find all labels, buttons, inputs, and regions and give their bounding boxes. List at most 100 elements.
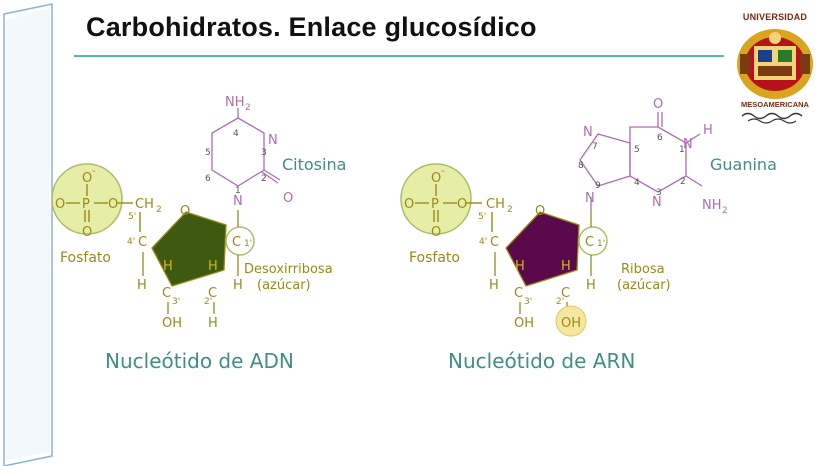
rna-caption: Nucleótido de ARN xyxy=(448,349,635,373)
dna-cytosine-n1: N xyxy=(233,194,243,209)
title-underline xyxy=(74,55,724,57)
dna-cytosine-num6: 6 xyxy=(205,174,211,184)
dna-cytosine-nh2-sub: 2 xyxy=(245,103,251,113)
rna-ribose-ring xyxy=(505,211,580,287)
rna-phosphate-p: P xyxy=(431,197,439,212)
dna-sugar-c2-number: 2' xyxy=(204,297,212,307)
rna-phosphate-o-left: O xyxy=(404,197,414,212)
dna-sugar-h-inner-right: H xyxy=(208,259,218,274)
rna-guanine-nh2-sub: 2 xyxy=(722,206,728,216)
rna-guanine-n3: N xyxy=(652,195,662,210)
rna-sugar-label: Ribosa xyxy=(621,262,665,277)
rna-sugar-c3-number: 3' xyxy=(524,297,532,307)
rna-guanine-num3: 3 xyxy=(656,188,662,198)
dna-sugar-c3-number: 3' xyxy=(172,297,180,307)
rna-sugar-c4-number: 4' xyxy=(479,237,487,247)
rna-sugar-c1-number: 1' xyxy=(597,239,605,249)
dna-phosphate-p: P xyxy=(82,197,90,212)
dna-sugar-oh-c3: OH xyxy=(162,316,182,331)
dna-phosphate-o-top-charge: - xyxy=(92,166,96,177)
rna-guanine-h1: H xyxy=(703,123,713,138)
rna-sugar-oh-c2: OH xyxy=(561,316,581,331)
rna-guanine-n9: N xyxy=(585,191,595,206)
logo-bottom-text: MESOAMERICANA xyxy=(741,100,809,109)
dna-sugar-h-c1: H xyxy=(233,278,243,293)
sidebar-panel-shade xyxy=(6,8,50,460)
dna-cytosine-num1: 1 xyxy=(235,186,241,196)
dna-ch2: CH xyxy=(135,197,154,212)
dna-sugar-c4-number: 4' xyxy=(127,237,135,247)
dna-sugar-h-inner-left: H xyxy=(163,259,173,274)
rna-sugar-c1: C xyxy=(585,235,594,250)
rna-phosphate-o-right: O xyxy=(457,197,467,212)
university-logo: UNIVERSIDAD MESOAMERICANA xyxy=(722,8,828,126)
rna-c1-highlight xyxy=(578,226,608,256)
rna-sugar-h-c1: H xyxy=(586,278,596,293)
dna-sugar-c1: C xyxy=(232,235,241,250)
dna-cytosine-num3: 3 xyxy=(261,148,267,158)
rna-sugar-o: O xyxy=(535,204,545,219)
dna-phosphate-o-right: O xyxy=(108,197,118,212)
dna-phosphate-o-left: O xyxy=(55,197,65,212)
logo-emblem-icon xyxy=(737,29,813,99)
rna-guanine-n7: N xyxy=(583,125,593,140)
dna-sugar-c3: C xyxy=(162,286,171,301)
dna-sugar-h-c4: H xyxy=(137,278,147,293)
rna-ch2-sub: 2 xyxy=(507,205,513,215)
rna-sugar-c2: C xyxy=(561,286,570,301)
dna-base-label: Citosina xyxy=(282,155,346,174)
rna-guanine-num2: 2 xyxy=(680,177,686,187)
rna-sugar-c2-number: 2' xyxy=(556,297,564,307)
dna-phosphate-label: Fosfato xyxy=(60,250,111,266)
rna-phosphate-label: Fosfato xyxy=(409,250,460,266)
rna-guanine-n1: N xyxy=(683,137,693,152)
logo-top-text: UNIVERSIDAD xyxy=(742,12,808,22)
rna-sugar-c3: C xyxy=(514,286,523,301)
dna-cytosine-num5: 5 xyxy=(205,148,211,158)
rna-sugar-note: (azúcar) xyxy=(617,278,671,293)
dna-sugar-bonds xyxy=(142,210,239,314)
rna-oh-c2-highlight xyxy=(555,305,587,337)
rna-sugar-h-c4: H xyxy=(489,278,499,293)
rna-phosphate-bonds xyxy=(415,184,493,232)
dna-sugar-c4: C xyxy=(138,235,147,250)
rna-guanine-num8: 8 xyxy=(578,161,584,171)
rna-guanine-num7: 7 xyxy=(592,142,598,152)
rna-sugar-c4: C xyxy=(490,235,499,250)
page-title: Carbohidratos. Enlace glucosídico xyxy=(86,12,537,42)
rna-phosphate-o-bottom: O xyxy=(431,225,441,240)
dna-cytosine-o2: O xyxy=(283,191,293,206)
dna-sugar-label: Desoxirribosa xyxy=(244,262,333,277)
dna-cytosine-n3: N xyxy=(268,133,278,148)
dna-c5-number: 5' xyxy=(128,212,136,222)
rna-guanine-o6: O xyxy=(653,97,663,112)
dna-sugar-note: (azúcar) xyxy=(257,278,311,293)
dna-c1-highlight xyxy=(225,226,255,256)
rna-guanine-num6: 6 xyxy=(657,133,663,143)
rna-guanine-num4: 4 xyxy=(634,178,640,188)
dna-sugar-h-c2: H xyxy=(208,316,218,331)
rna-sugar-h-inner-right: H xyxy=(561,259,571,274)
rna-c5-number: 5' xyxy=(478,212,486,222)
dna-caption: Nucleótido de ADN xyxy=(105,349,294,373)
rna-guanine-nh2: NH xyxy=(702,198,722,213)
dna-deoxyribose-ring xyxy=(151,211,227,287)
dna-cytosine-nh2: NH xyxy=(225,95,245,110)
rna-sugar-h-inner-left: H xyxy=(515,259,525,274)
rna-guanine-num1: 1 xyxy=(679,145,685,155)
logo-waves-icon xyxy=(741,112,803,124)
rna-guanine-rings xyxy=(579,112,703,210)
rna-ch2: CH xyxy=(486,197,505,212)
rna-phosphate-o-top: O xyxy=(431,171,441,186)
rna-guanine-num5: 5 xyxy=(634,145,640,155)
dna-phosphate-bonds xyxy=(66,184,141,232)
dna-cytosine-num4: 4 xyxy=(233,129,239,139)
dna-cytosine-ring xyxy=(211,117,265,187)
dna-cytosine-num2: 2 xyxy=(261,174,267,184)
dna-ch2-sub: 2 xyxy=(156,205,162,215)
dna-phosphate-circle xyxy=(51,163,123,235)
